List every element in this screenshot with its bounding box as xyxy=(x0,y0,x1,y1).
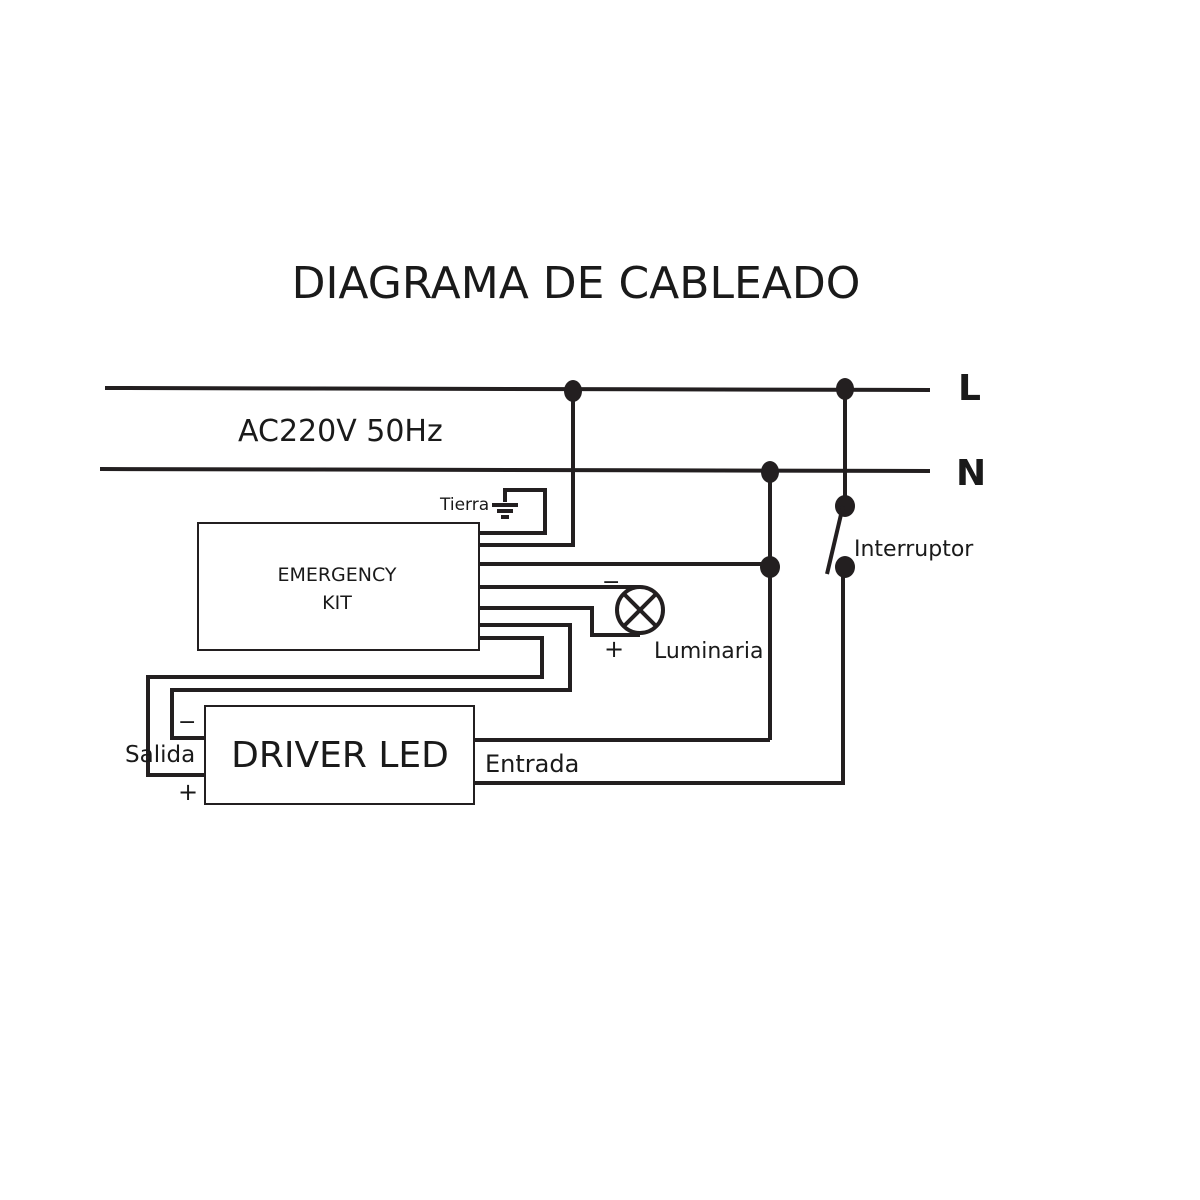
lamp-minus-sign: − xyxy=(602,570,620,595)
diagram-title: DIAGRAMA DE CABLEADO xyxy=(292,258,861,309)
ground-label: Tierra xyxy=(439,495,489,515)
emergency-kit-label-1: EMERGENCY xyxy=(277,564,396,586)
switch-icon xyxy=(825,505,845,575)
lamp-icon xyxy=(615,585,665,635)
line-label: L xyxy=(958,368,981,409)
neutral-wire-N xyxy=(99,467,931,473)
switch-label: Interruptor xyxy=(854,537,974,562)
supply-label: AC220V 50Hz xyxy=(238,414,443,449)
ground-wire xyxy=(479,488,547,535)
output-label: Salida xyxy=(125,742,195,768)
line-wire-L xyxy=(104,386,931,392)
lamp-label: Luminaria xyxy=(654,639,763,664)
driver-led-label: DRIVER LED xyxy=(231,735,449,776)
lamp-plus-sign: + xyxy=(604,635,624,663)
driver-minus-wire xyxy=(170,623,572,740)
neutral-label: N xyxy=(956,453,986,494)
driver-plus-wire xyxy=(146,636,544,777)
driver-led-box xyxy=(204,705,475,805)
driver-plus-sign: + xyxy=(178,778,198,806)
driver-input-line-wire xyxy=(474,567,845,785)
ground-icon xyxy=(492,503,518,519)
driver-minus-sign: − xyxy=(178,710,196,735)
emergency-kit-box xyxy=(197,522,480,651)
emergency-kit-label-2: KIT xyxy=(322,592,352,614)
kit-line-wire xyxy=(479,391,575,547)
input-label: Entrada xyxy=(485,750,579,778)
lamp-plus-wire xyxy=(479,606,640,637)
